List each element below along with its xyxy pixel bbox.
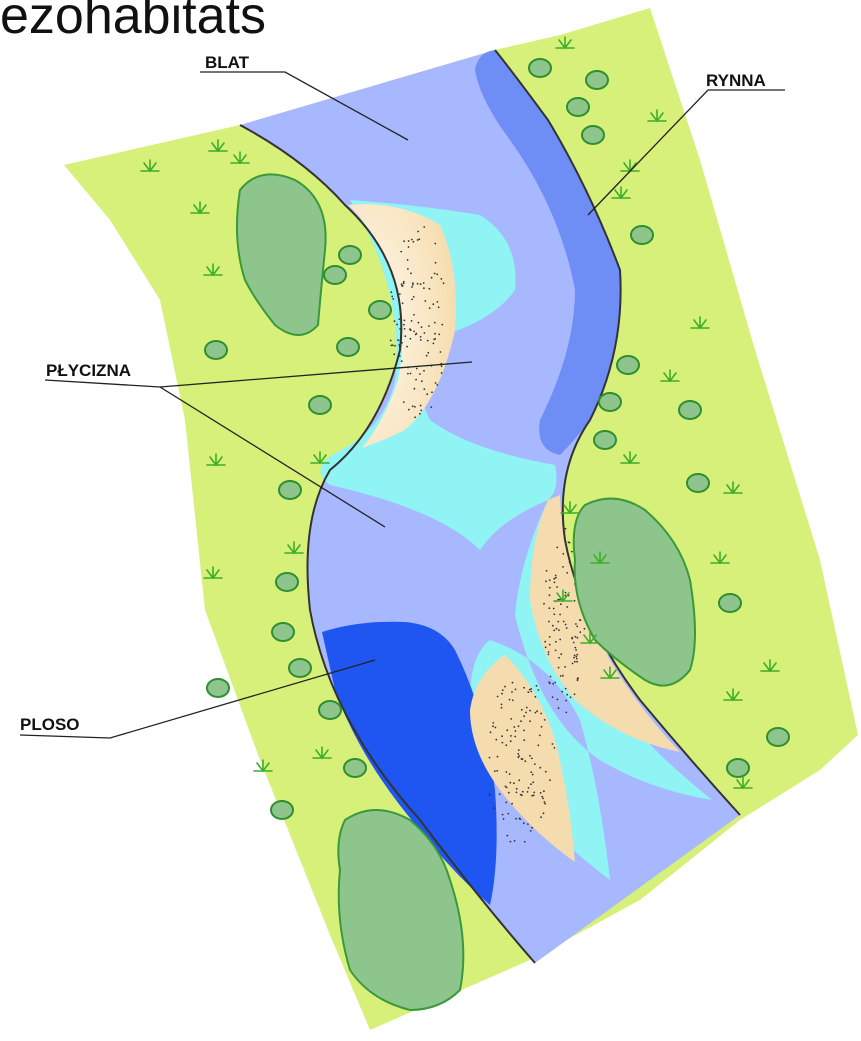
bush-icon [586, 71, 608, 89]
label-ploso: PLOSO [20, 715, 80, 734]
bush-icon [324, 266, 346, 284]
bush-icon [276, 573, 298, 591]
bush-icon [567, 98, 589, 116]
bush-icon [687, 474, 709, 492]
bush-icon [344, 759, 366, 777]
bush-icon [719, 594, 741, 612]
bush-icon [337, 338, 359, 356]
bush-icon [279, 481, 301, 499]
bush-icon [205, 341, 227, 359]
bush-icon [767, 728, 789, 746]
bush-icon [207, 679, 229, 697]
bush-icon [289, 659, 311, 677]
bush-icon [594, 431, 616, 449]
label-blat: BLAT [205, 53, 250, 72]
bush-icon [272, 623, 294, 641]
bush-icon [679, 401, 701, 419]
label-plycizna: PŁYCIZNA [46, 361, 131, 380]
bush-icon [319, 701, 341, 719]
bush-icon [309, 396, 331, 414]
bush-icon [271, 801, 293, 819]
bush-icon [617, 356, 639, 374]
bush-icon [582, 126, 604, 144]
bush-icon [529, 59, 551, 77]
bush-icon [339, 246, 361, 264]
label-rynna: RYNNA [706, 71, 766, 90]
bush-icon [631, 226, 653, 244]
bush-icon [599, 393, 621, 411]
bush-icon [369, 301, 391, 319]
bush-icon [727, 759, 749, 777]
